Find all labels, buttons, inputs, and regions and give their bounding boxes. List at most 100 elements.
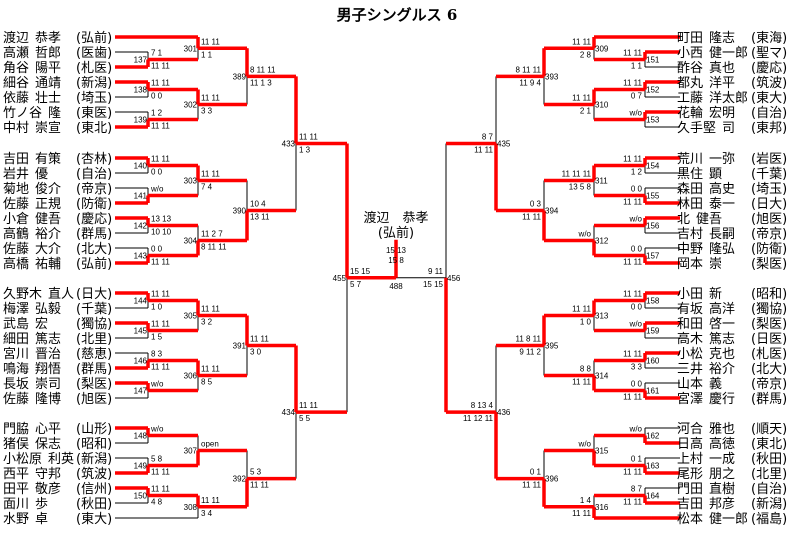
score-top: 11 11 [201, 37, 220, 46]
score-top: 11 11 [623, 290, 642, 299]
score-bottom: 0 0 [151, 92, 163, 101]
score-bottom: 7 4 [201, 183, 213, 192]
player-school: (慶応) [76, 212, 112, 227]
player-given-name: 裕介 [35, 227, 61, 242]
player-family-name: 岩井 [3, 167, 29, 182]
player-school: (帝京) [751, 376, 787, 392]
player-family-name: 和田 [677, 317, 703, 332]
player-school: (日医) [751, 332, 787, 347]
score-bottom: 4 8 [151, 498, 163, 507]
score-top: 8 11 11 [515, 65, 541, 74]
score-top: 0 0 [631, 245, 643, 254]
score-bottom: 11 11 [572, 378, 591, 387]
score-top: w/o [578, 440, 592, 449]
player-given-name: 祐輔 [35, 257, 61, 272]
score-bottom: 11 11 [572, 509, 591, 518]
score-bottom: 11 11 [623, 498, 642, 507]
score-bottom: 0 0 [151, 168, 163, 177]
match-number: 308 [184, 503, 198, 512]
player-family-name: 荒川 [677, 152, 703, 167]
score-top: w/o [150, 185, 164, 194]
player-school: (自治) [751, 482, 787, 497]
player-given-name: 通靖 [35, 76, 61, 91]
player-family-name: 細谷 [3, 76, 29, 91]
player-school: (帝京) [751, 226, 787, 242]
player-family-name: 小松原 [3, 452, 42, 467]
score-bottom: 2 8 [580, 50, 592, 59]
player-school: (千葉) [751, 167, 787, 182]
player-given-name: 長嗣 [709, 227, 735, 242]
player-family-name: 竹ノ谷 [3, 106, 42, 121]
score-top: 1 2 [151, 109, 163, 118]
score-bottom: 8 5 [201, 378, 213, 387]
player-given-name: 陽平 [35, 61, 61, 76]
player-given-name: 義 [709, 376, 722, 392]
player-school: (防衛) [751, 241, 787, 257]
score-bottom: 11 11 [623, 468, 642, 477]
player-family-name: 面川 [3, 497, 29, 512]
match-number: 316 [595, 503, 609, 512]
score-top: 8 7 [631, 485, 643, 494]
score-bottom: 11 11 [151, 468, 170, 477]
score-bottom: 1 0 [151, 303, 163, 312]
player-given-name: 洋平 [709, 76, 735, 91]
score-top: 11 11 [151, 320, 170, 329]
player-given-name: 篤志 [35, 332, 61, 347]
score-bottom: 15 15 [423, 280, 444, 289]
match-number: 303 [184, 177, 198, 186]
score-top: w/o [150, 425, 164, 434]
player-given-name: 崇 [709, 257, 722, 272]
player-given-name: 隆 [48, 106, 61, 121]
player-given-name: 裕介 [709, 362, 735, 377]
score-top: 0 1 [631, 455, 643, 464]
player-given-name: 真也 [709, 61, 735, 76]
player-school: (新潟) [76, 75, 112, 91]
score-top: 11 11 [572, 305, 591, 314]
match-number: 144 [134, 297, 148, 306]
score-bottom: 10 10 [151, 228, 172, 237]
player-given-name: 保志 [35, 437, 61, 452]
match-number: 154 [646, 162, 660, 171]
match-number: 138 [134, 86, 148, 95]
match-number: 304 [184, 237, 198, 246]
match-number: 312 [595, 237, 609, 246]
score-top: 11 11 [151, 290, 170, 299]
player-school: (日大) [76, 287, 112, 302]
player-given-name: 崇宣 [35, 120, 61, 136]
player-given-name: 顕 [709, 167, 722, 182]
final-score-bottom: 15 8 [388, 256, 404, 265]
match-number: 302 [184, 101, 198, 110]
player-family-name: 佐藤 [3, 242, 29, 257]
player-school: (日大) [751, 197, 787, 212]
score-top: w/o [629, 425, 643, 434]
player-family-name: 宮澤 [677, 391, 703, 407]
score-bottom: 11 11 [151, 363, 170, 372]
player-school: (筑波) [76, 466, 112, 482]
match-number: 141 [134, 192, 148, 201]
match-number: 150 [134, 492, 148, 501]
winner-lines [115, 35, 680, 520]
player-family-name: 水野 [3, 512, 29, 527]
score-top: 11 11 [623, 49, 642, 58]
score-bottom: 1 0 [580, 318, 592, 327]
score-top: 11 11 [623, 155, 642, 164]
score-top: 11 11 [250, 335, 269, 344]
match-number: 159 [646, 327, 660, 336]
score-bottom: 11 12 11 [463, 414, 494, 423]
player-given-name: 雅也 [709, 422, 735, 437]
player-school: (群馬) [76, 362, 112, 377]
player-school: (東医) [76, 105, 112, 121]
player-given-name: 健吾 [696, 212, 722, 227]
player-school: (旭医) [751, 212, 787, 227]
match-number: 145 [134, 327, 148, 336]
player-school: (東北) [76, 120, 112, 136]
score-bottom: 11 11 [623, 198, 642, 207]
match-number: 163 [646, 462, 660, 471]
player-given-name: 宏 [35, 317, 48, 332]
player-family-name: 尾形 [677, 467, 703, 482]
match-number: 142 [134, 222, 148, 231]
match-number: 389 [233, 72, 247, 81]
score-top: 5 3 [250, 468, 262, 477]
player-family-name: 高鶴 [3, 226, 29, 242]
match-number: 301 [184, 44, 198, 53]
